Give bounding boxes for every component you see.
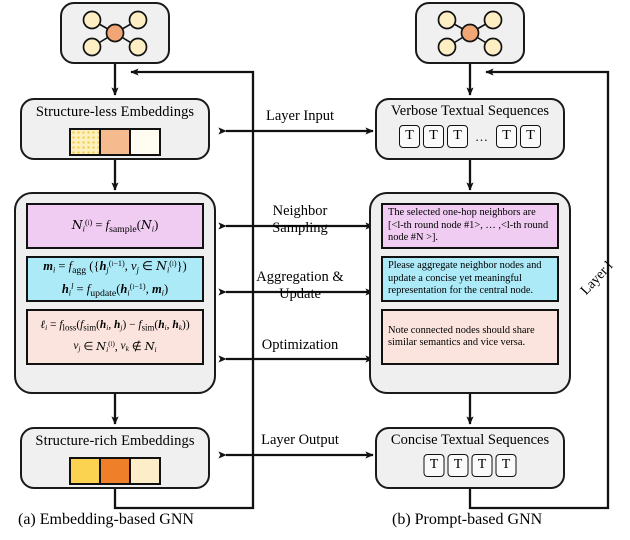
token: T	[447, 125, 468, 148]
swatch-1	[71, 130, 101, 154]
token: T	[399, 125, 420, 148]
layer-input-text: Layer Input	[265, 108, 335, 124]
swatch-2	[101, 459, 131, 483]
neighbor-sampling-line2: Sampling	[272, 219, 328, 236]
sample-formula-text: Ni(l) = fsample(Ni)	[71, 216, 159, 235]
token: T	[447, 454, 469, 477]
loss-formula-panel: ℓi = floss(fsim(hi, hj) − fsim(hi, hk)) …	[26, 309, 204, 365]
aggregation-update-line1: Aggregation &	[256, 269, 344, 285]
swatch-3	[131, 130, 159, 154]
aggregate-update-formula-text: mi = fagg ({hj(l−1), vj ∈ Ni(l)}) hil = …	[43, 258, 187, 299]
optimization-label: Optimization	[230, 337, 370, 354]
prompt-gnn-operations-container: The selected one-hop neighbors are [<l-t…	[369, 192, 571, 394]
token: T	[423, 125, 444, 148]
aggregation-update-line2: Update	[279, 285, 321, 302]
concise-textual-sequences-box: Concise Textual Sequences T T T T	[375, 427, 565, 489]
layer-l-label: Layer l	[578, 258, 617, 299]
token: T	[471, 454, 493, 477]
caption-b: (b) Prompt-based GNN	[392, 511, 543, 528]
aggregation-update-label: Aggregation & Update	[226, 269, 374, 302]
aggregate-update-formula-panel: mi = fagg ({hj(l−1), vj ∈ Ni(l)}) hil = …	[26, 256, 204, 302]
optimization-prompt-panel: Note connected nodes should share simila…	[381, 309, 559, 365]
concise-token-row: T T T T	[423, 454, 517, 477]
verbose-sequences-title: Verbose Textual Sequences	[390, 103, 550, 119]
embedding-gnn-operations-container: Ni(l) = fsample(Ni) mi = fagg ({hj(l−1),…	[14, 192, 216, 394]
structure-less-embeddings-box: Structure-less Embeddings	[20, 98, 210, 160]
optimization-prompt-text: Note connected nodes should share simila…	[388, 324, 535, 348]
swatch-3	[131, 459, 159, 483]
star-graph-icon	[437, 10, 503, 57]
left-graph-icon-box	[60, 2, 170, 64]
loss-formula-text: ℓi = floss(fsim(hi, hj) − fsim(hi, hk)) …	[40, 318, 190, 354]
layer-output-text: Layer Output	[261, 432, 339, 448]
token: T	[495, 454, 517, 477]
aggregation-prompt-text: Please aggregate neighbor nodes and upda…	[388, 260, 542, 297]
token: T	[423, 454, 445, 477]
token: T	[496, 125, 517, 148]
neighbor-sampling-line1: Neighbor	[272, 203, 328, 219]
swatch-2	[101, 130, 131, 154]
layer-output-label: Layer Output	[230, 432, 370, 449]
neighbor-sampling-label: Neighbor Sampling	[230, 203, 370, 236]
structure-rich-title: Structure-rich Embeddings	[35, 433, 195, 449]
neighbor-prompt-panel: The selected one-hop neighbors are [<l-t…	[381, 203, 559, 249]
sample-formula-panel: Ni(l) = fsample(Ni)	[26, 203, 204, 249]
verbose-token-row: T T T … T T	[399, 125, 541, 148]
structure-less-title: Structure-less Embeddings	[35, 104, 195, 120]
right-graph-icon-box	[415, 2, 525, 64]
star-graph-icon	[82, 10, 148, 57]
structure-less-swatches	[69, 128, 161, 156]
caption-a: (a) Embedding-based GNN	[18, 511, 194, 528]
structure-rich-swatches	[69, 457, 161, 485]
neighbor-prompt-text: The selected one-hop neighbors are [<l-t…	[388, 207, 549, 244]
token-ellipsis: …	[475, 128, 489, 144]
token: T	[520, 125, 541, 148]
swatch-1	[71, 459, 101, 483]
layer-input-label: Layer Input	[230, 108, 370, 125]
optimization-text: Optimization	[261, 337, 339, 353]
verbose-textual-sequences-box: Verbose Textual Sequences T T T … T T	[375, 98, 565, 160]
concise-sequences-title: Concise Textual Sequences	[390, 432, 550, 448]
aggregation-prompt-panel: Please aggregate neighbor nodes and upda…	[381, 256, 559, 302]
structure-rich-embeddings-box: Structure-rich Embeddings	[20, 427, 210, 489]
